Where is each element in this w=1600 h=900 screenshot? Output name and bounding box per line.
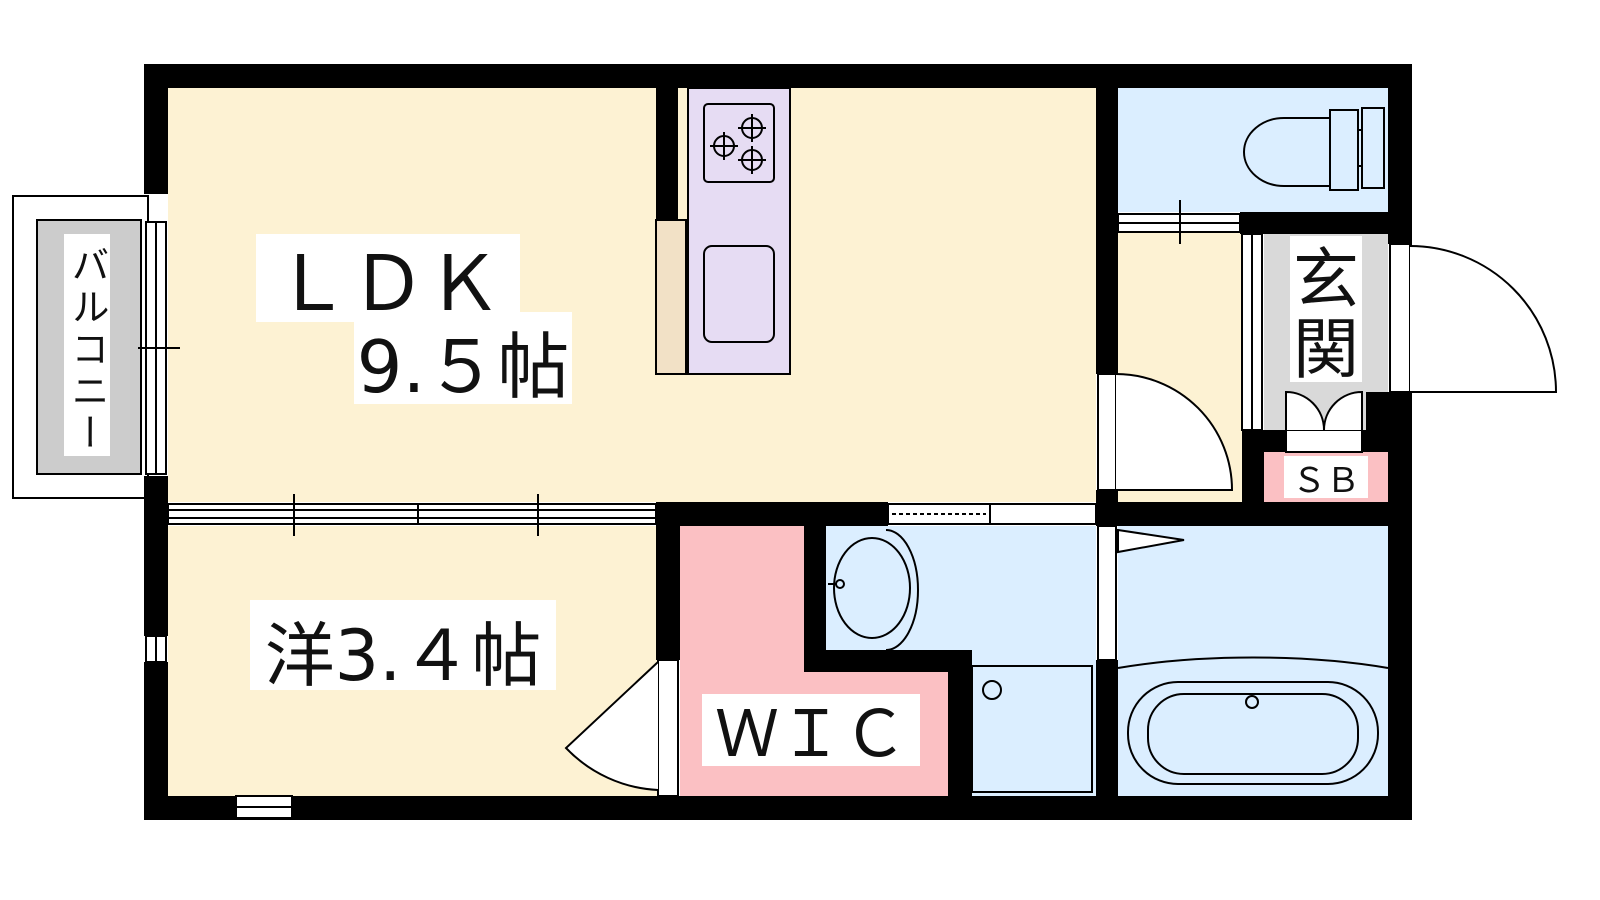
entrance-char-1: 玄	[1293, 241, 1359, 318]
wic-label-bg	[702, 694, 920, 766]
balcony-window	[138, 221, 180, 475]
washing-machine	[971, 665, 1093, 793]
shoebox-label: ＳＢ	[1284, 456, 1368, 501]
entrance-side-frame	[1241, 233, 1263, 431]
front-door	[1389, 243, 1558, 393]
balcony-label-bg	[64, 234, 110, 456]
western-swing-door	[564, 659, 679, 797]
balcony: バルコニー	[12, 195, 149, 499]
shoebox-label-bg	[1284, 456, 1368, 498]
shoebox-name: ＳＢ	[1292, 461, 1360, 501]
ldk-label-bg	[256, 234, 520, 322]
entrance-label-bg	[1290, 236, 1362, 382]
hall-swing-door	[1097, 373, 1234, 491]
entrance-char-2: 関	[1293, 311, 1359, 388]
toilet-sliding-door	[1117, 200, 1241, 244]
bathtub	[1117, 656, 1389, 785]
kitchen-sink	[703, 245, 775, 343]
small-side-window	[145, 635, 167, 663]
ldk-size-bg	[354, 312, 572, 404]
outer-walls	[144, 64, 1412, 820]
western-room-size: 洋3.４帖	[265, 615, 542, 697]
wash-basin	[828, 529, 919, 651]
wic-label: ＷＩＣ	[702, 694, 920, 772]
balcony-label: バルコニー	[65, 245, 109, 455]
western-room-label: 洋3.４帖	[250, 600, 556, 697]
wic-name: ＷＩＣ	[715, 698, 907, 772]
shoebox-doors	[1285, 390, 1363, 453]
bottom-window	[235, 795, 293, 819]
interior-walls	[656, 88, 1412, 796]
kitchen-shelf	[655, 219, 687, 375]
ldk-size: 9.５帖	[357, 325, 570, 409]
ldk-western-sliding-door	[167, 494, 657, 536]
stove	[703, 103, 775, 183]
ldk-label: ＬＤＫ 9.５帖	[256, 234, 572, 409]
stove-burner-icons	[710, 114, 766, 174]
toilet-fixture	[1243, 107, 1385, 191]
entrance-label: 玄 関	[1290, 236, 1362, 388]
washroom-sliding-door	[887, 503, 1097, 525]
western-room-label-bg	[250, 600, 556, 690]
bathroom-door	[1097, 525, 1185, 661]
